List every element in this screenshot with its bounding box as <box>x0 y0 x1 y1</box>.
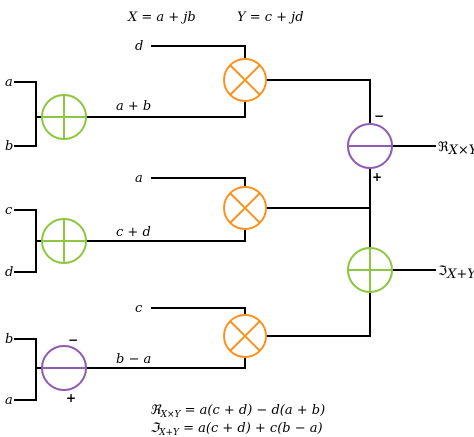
label-mul3-c: c <box>135 301 143 316</box>
footer-imag-lhs: ℑ <box>150 421 161 436</box>
multiplier-2-diag-b <box>229 192 261 224</box>
output-real-symbol: ℜ <box>438 140 449 155</box>
label-diff-ba: b − a <box>116 352 151 367</box>
output-imag-label: ℑX+Y <box>438 264 474 282</box>
wire-mul1-to-real-sub <box>265 79 371 126</box>
label-in3-b: b <box>5 332 13 347</box>
wire-a-to-sub3 <box>14 367 37 401</box>
output-real-label: ℜX×Y <box>438 140 474 158</box>
footer-real-lhs: ℜ <box>150 403 162 418</box>
subtractor-3 <box>41 345 87 391</box>
label-sum-cd: c + d <box>116 225 151 240</box>
multiplier-3 <box>223 314 267 358</box>
header-eq-x: X = a + jb <box>127 10 196 25</box>
multiplier-3-diag-b <box>229 320 261 352</box>
sign-sub3-minus: − <box>68 333 78 347</box>
footer-real-formula: ℜX×Y = a(c + d) − d(a + b) <box>150 403 325 420</box>
wires <box>14 45 436 401</box>
adder-2 <box>41 218 87 264</box>
multiplier-1 <box>223 58 267 102</box>
wire-a-to-adder1 <box>14 81 43 118</box>
footer-imag-sub: X+Y <box>158 428 180 437</box>
label-in2-d: d <box>5 265 13 280</box>
label-in3-a: a <box>5 393 13 408</box>
footer-real-rhs: = a(c + d) − d(a + b) <box>180 403 325 418</box>
wire-d-to-adder2 <box>14 240 37 273</box>
wire-adder2-to-mul2 <box>85 227 246 242</box>
header-eq-y: Y = c + jd <box>237 10 304 25</box>
footer-imag-formula: ℑX+Y = a(c + d) + c(b − a) <box>150 421 323 437</box>
wire-d-to-mul1 <box>151 45 246 59</box>
label-in1-a: a <box>5 75 13 90</box>
wire-c-to-mul3 <box>151 307 246 317</box>
adder-1 <box>41 94 87 140</box>
output-real-subscript: X×Y <box>448 143 474 158</box>
label-sum-ab: a + b <box>116 99 151 114</box>
wire-mul3-to-imag-add <box>265 291 371 337</box>
footer-imag-rhs: = a(c + d) + c(b − a) <box>179 421 323 436</box>
wire-adder1-to-mul1 <box>85 79 246 118</box>
label-in1-b: b <box>5 139 13 154</box>
sign-real-minus: − <box>374 109 384 123</box>
output-imag-subscript: X+Y <box>446 267 474 282</box>
sign-sub3-plus: + <box>66 391 76 405</box>
wire-c-to-adder2 <box>14 209 43 242</box>
wire-sub3-to-mul3 <box>85 355 246 369</box>
wire-a-to-mul2 <box>151 177 246 189</box>
wire-b-to-adder1 <box>14 116 37 147</box>
subtractor-real <box>347 123 393 169</box>
output-imag-symbol: ℑ <box>438 264 447 279</box>
label-in2-c: c <box>5 203 13 218</box>
adder-imag <box>347 247 393 293</box>
multiplier-1-diag-b <box>229 64 261 96</box>
footer-real-sub: X×Y <box>160 410 182 420</box>
multiplier-2 <box>223 186 267 230</box>
label-mul2-a: a <box>135 171 143 186</box>
sign-real-plus: + <box>372 170 382 184</box>
label-mul1-d: d <box>135 39 143 54</box>
wire-b-to-sub3 <box>14 338 43 369</box>
